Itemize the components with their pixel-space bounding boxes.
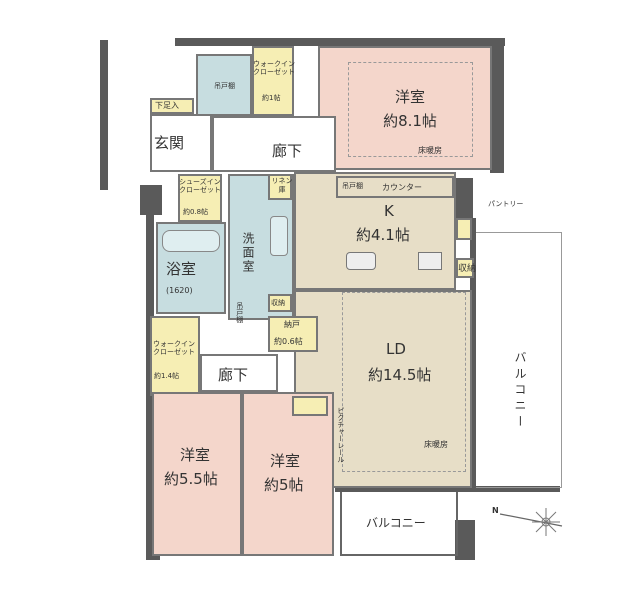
room-size: 約5.5帖 bbox=[164, 470, 218, 488]
hall-label: 廊下 bbox=[218, 366, 249, 384]
shelf-label: 吊戸棚 bbox=[214, 82, 235, 90]
washroom-label: 洗面室 bbox=[241, 232, 255, 274]
pillar-left bbox=[140, 185, 162, 215]
closet-size: 約0.6帖 bbox=[274, 337, 303, 346]
room-linen: リネン 庫 bbox=[268, 174, 293, 200]
compass-icon: N bbox=[490, 500, 570, 540]
floor-heating-area bbox=[342, 292, 466, 472]
wic-size: 約1帖 bbox=[262, 94, 281, 102]
room-western-3: 洋室 約5帖 bbox=[242, 392, 334, 556]
balcony-label: バルコニー bbox=[366, 516, 426, 530]
ld-size: 約14.5帖 bbox=[368, 366, 432, 384]
closet-label: 納戸 bbox=[284, 320, 300, 329]
north-label: N bbox=[492, 506, 499, 515]
floor-heating-label: 床暖房 bbox=[424, 440, 448, 449]
bath-size: (1620) bbox=[166, 286, 193, 295]
room-hall-top: 廊下 bbox=[212, 116, 336, 172]
balcony-label: バルコニー bbox=[513, 351, 527, 431]
pillar-top-right bbox=[490, 38, 504, 173]
wic-label: ウォークイン クローゼット bbox=[153, 340, 195, 357]
pillar-right bbox=[455, 178, 473, 218]
closet-label: シューズイン クローゼット bbox=[179, 178, 221, 195]
picture-rail-label: ピクチャーレール bbox=[336, 407, 345, 463]
room-wic-2: ウォークイン クローゼット 約1.4帖 bbox=[150, 316, 200, 396]
room-bath: 浴室 (1620) bbox=[156, 222, 226, 314]
shoe-box-label: 下足入 bbox=[155, 101, 179, 110]
room-hall-bottom: 廊下 bbox=[200, 354, 278, 392]
entrance-label: 玄関 bbox=[154, 134, 185, 152]
room-name: 洋室 bbox=[270, 452, 301, 470]
room-entrance: 玄関 bbox=[150, 114, 212, 172]
storage-label: 収納 bbox=[458, 264, 477, 274]
closet-western-3 bbox=[292, 396, 328, 416]
room-name: 洋室 bbox=[180, 446, 211, 464]
kitchen-label: K bbox=[384, 202, 394, 220]
closet-size: 約0.8帖 bbox=[183, 208, 209, 216]
bath-label: 浴室 bbox=[166, 260, 197, 278]
room-western-1: 洋室 約8.1帖 床暖房 bbox=[318, 46, 492, 170]
pantry bbox=[456, 218, 472, 240]
room-shoes-in-closet: シューズイン クローゼット 約0.8帖 bbox=[178, 174, 222, 222]
room-kitchen: 吊戸棚 カウンター K 約4.1帖 bbox=[294, 172, 456, 290]
counter-label: カウンター bbox=[382, 183, 422, 192]
kitchen-size: 約4.1帖 bbox=[356, 226, 410, 244]
wall-entrance bbox=[100, 40, 108, 190]
shelf-label: 吊戸棚 bbox=[342, 182, 363, 190]
wic-label: ウォークイン クローゼット bbox=[253, 60, 295, 77]
linen-label: リネン 庫 bbox=[271, 177, 293, 194]
sink-icon bbox=[270, 216, 288, 256]
hall-label: 廊下 bbox=[272, 142, 303, 160]
room-size: 約5帖 bbox=[264, 476, 304, 494]
storage-mid: 収納 bbox=[268, 294, 292, 312]
room-toilet: 吊戸棚 bbox=[196, 54, 252, 116]
room-closet: 納戸 約0.6帖 bbox=[268, 316, 318, 352]
room-wic-1: ウォークイン クローゼット 約1帖 bbox=[252, 46, 295, 116]
stove-icon bbox=[418, 252, 442, 270]
shelf-label: 吊戸棚 bbox=[235, 302, 244, 323]
counter: 吊戸棚 カウンター bbox=[336, 176, 454, 198]
balcony-right: バルコニー bbox=[476, 232, 562, 488]
balcony-bottom: バルコニー bbox=[340, 492, 458, 556]
wall-top bbox=[175, 38, 505, 46]
room-size: 約8.1帖 bbox=[383, 112, 437, 130]
pillar-bottom bbox=[455, 520, 475, 560]
floor-heating-label: 床暖房 bbox=[418, 146, 442, 155]
wall-bottom-ld bbox=[335, 486, 560, 492]
shoe-box: 下足入 bbox=[150, 98, 194, 114]
room-western-2: 洋室 約5.5帖 bbox=[152, 392, 242, 556]
pantry-label: パントリー bbox=[488, 200, 524, 208]
storage-label: 収納 bbox=[271, 299, 285, 307]
storage-right: 収納 bbox=[456, 258, 477, 278]
floor-heating-area bbox=[348, 62, 473, 157]
wall-right bbox=[470, 218, 476, 488]
wic-size: 約1.4帖 bbox=[154, 372, 180, 380]
ld-label: LD bbox=[386, 340, 406, 358]
room-name: 洋室 bbox=[394, 88, 425, 106]
bathtub-icon bbox=[162, 230, 220, 252]
kitchen-sink-icon bbox=[346, 252, 376, 270]
